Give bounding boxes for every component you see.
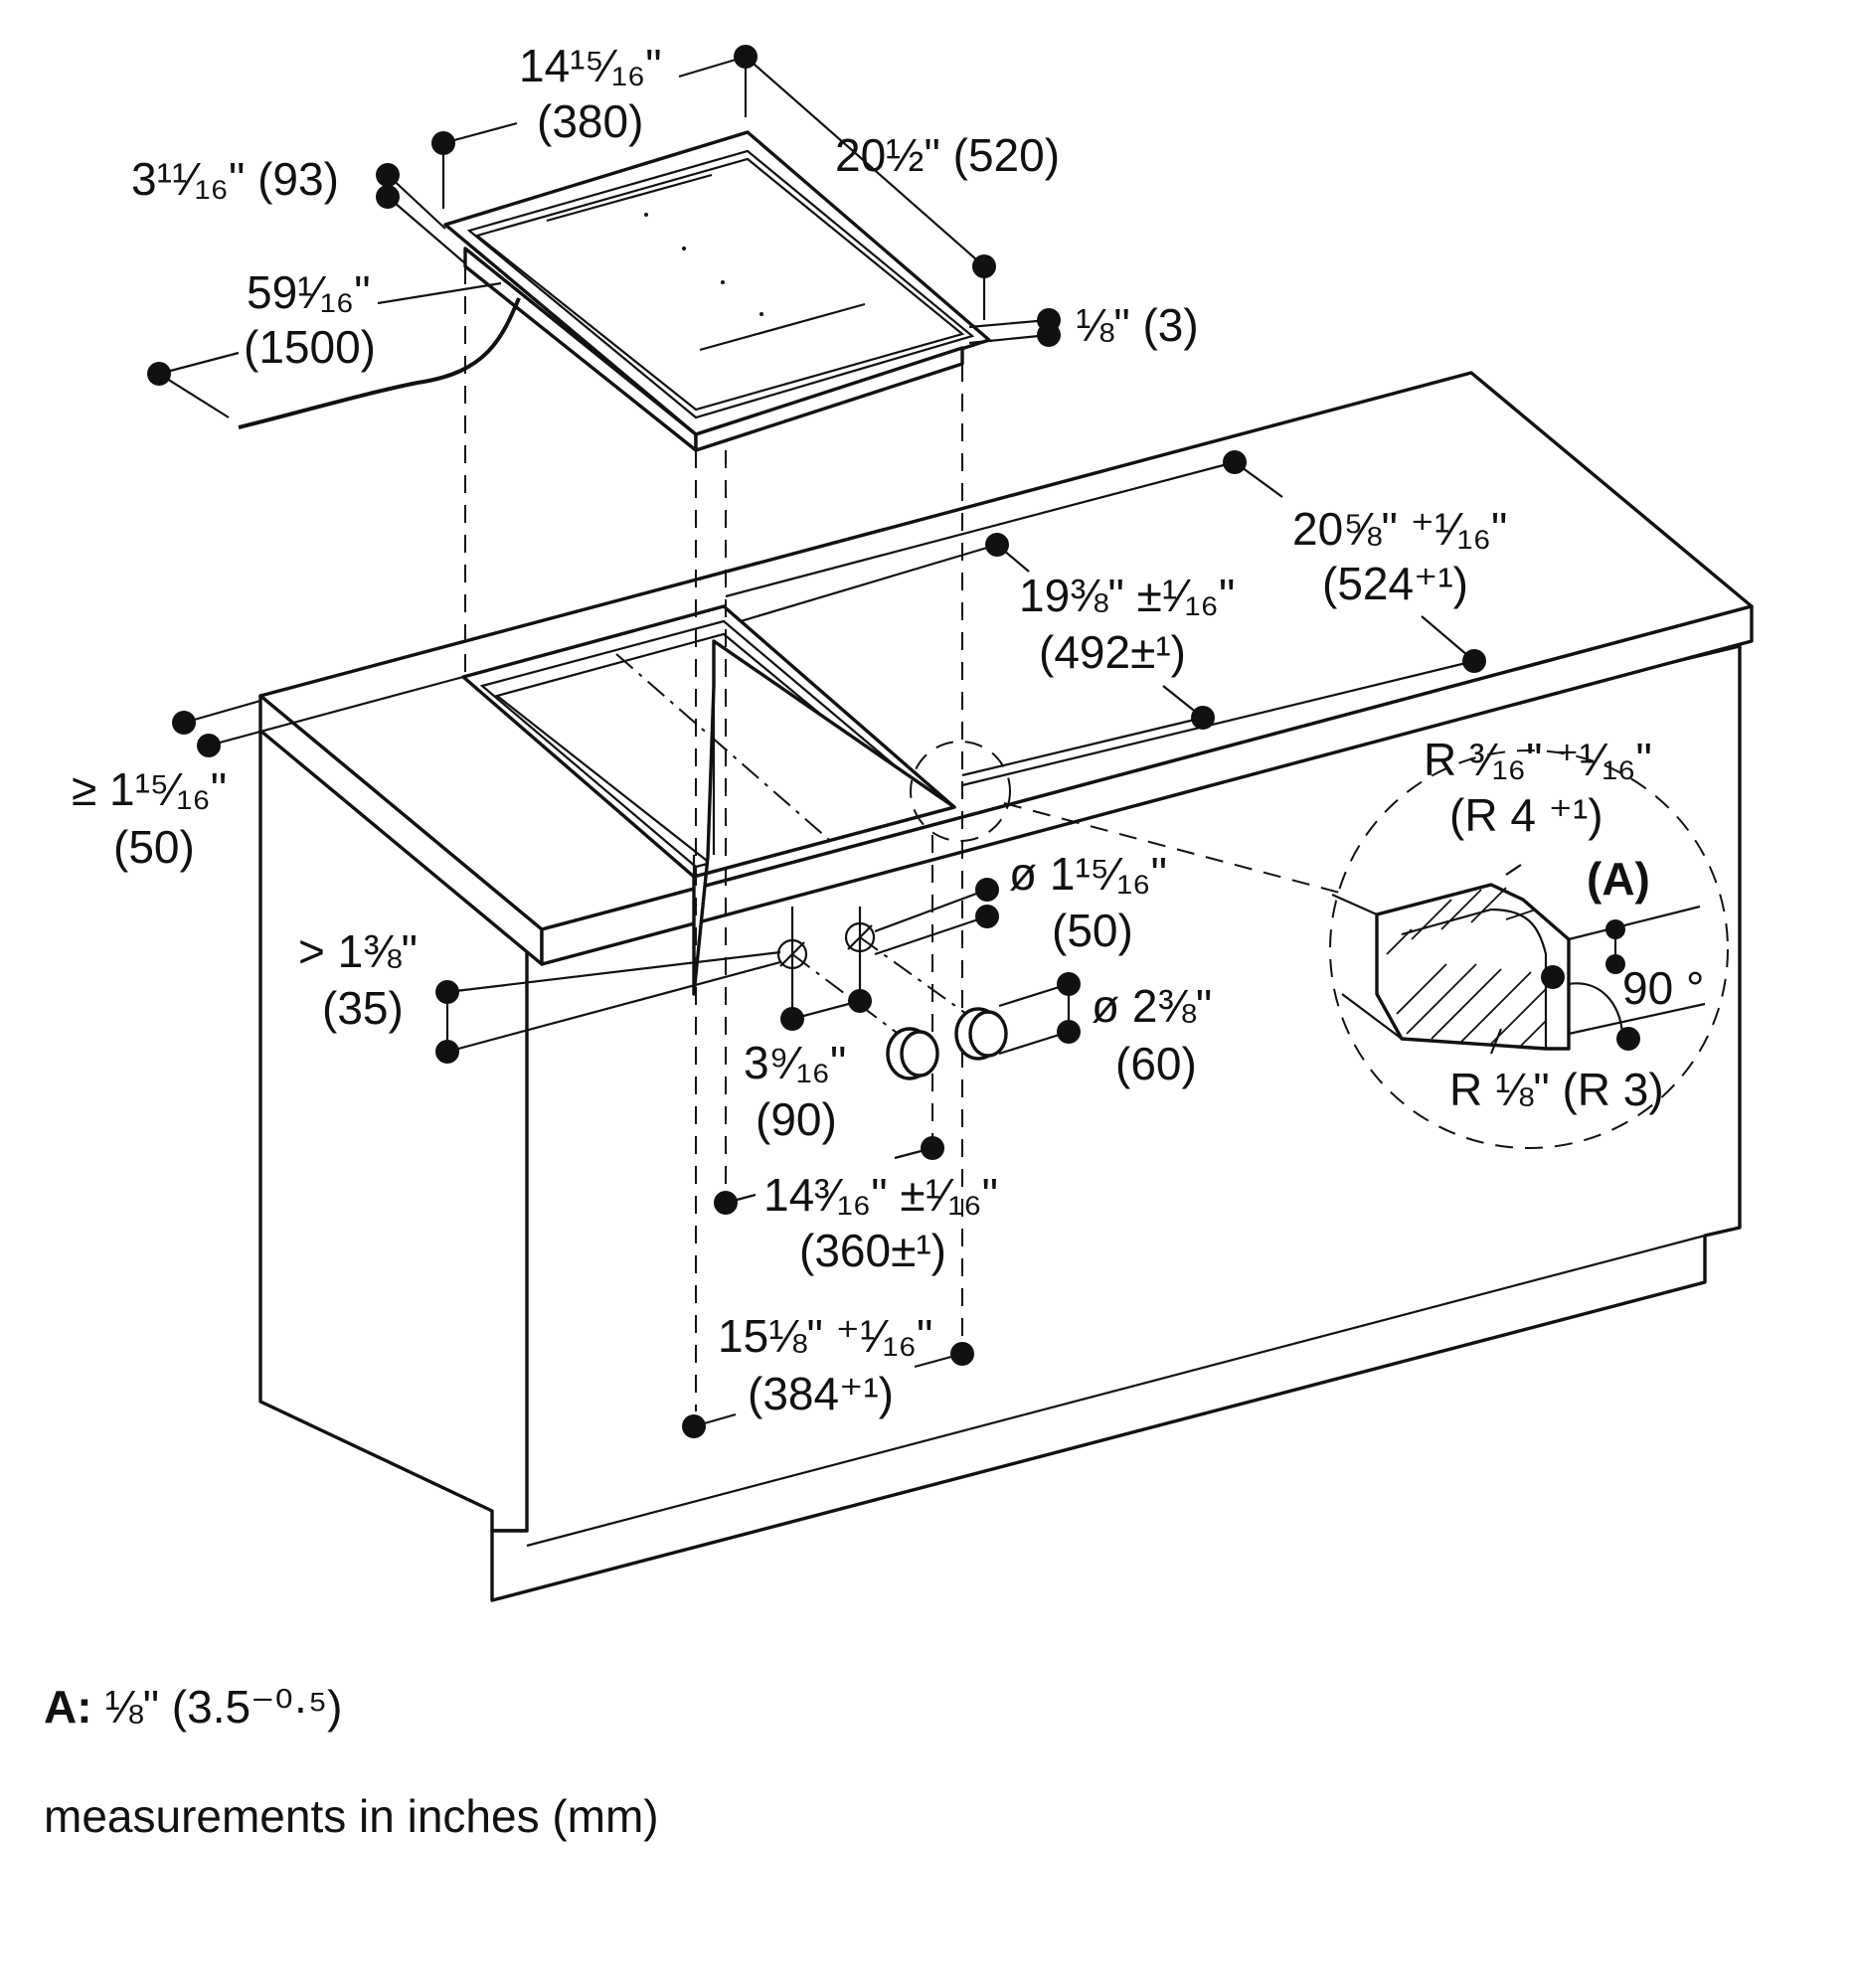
label-hole-spacing-mm: (90) <box>756 1093 837 1145</box>
label-rim: ⅛" (3) <box>1076 299 1199 351</box>
label-hob-height: 3¹¹⁄₁₆" (93) <box>131 153 339 205</box>
detail-callout <box>910 741 1729 1149</box>
projection-lines <box>464 266 963 1411</box>
hob <box>238 130 991 452</box>
label-cutout-depth-in: 20⅝" ⁺¹⁄₁₆" <box>1292 503 1507 555</box>
label-hole-spacing-in: 3⁹⁄₁₆" <box>744 1037 846 1088</box>
knobs <box>886 1007 1008 1080</box>
label-edge-in: > 1⅜" <box>298 925 418 977</box>
label-front-mm: (50) <box>113 821 195 873</box>
label-hole-large-mm: (60) <box>1115 1038 1197 1089</box>
dimension-lines <box>147 45 1640 1438</box>
legend-a-key: A: <box>44 1681 92 1733</box>
label-edge-mm: (35) <box>322 982 404 1034</box>
label-cable-in: 59¹⁄₁₆" <box>247 266 371 318</box>
units-note: measurements in inches (mm) <box>44 1790 659 1842</box>
label-recess-width-in: 15⅛" ⁺¹⁄₁₆" <box>718 1310 932 1362</box>
label-hob-width-mm: (380) <box>537 95 643 147</box>
dimension-labels: 14¹⁵⁄₁₆" (380) 20½" (520) 3¹¹⁄₁₆" (93) 5… <box>72 40 1704 1419</box>
legend-detail-a: A: ⅛" (3.5⁻⁰·⁵) <box>44 1680 343 1734</box>
worktop-cutout <box>461 604 956 996</box>
label-detail-a: (A) <box>1587 853 1650 905</box>
label-hole-large-in: ø 2⅜" <box>1092 980 1212 1032</box>
label-hob-width-in: 14¹⁵⁄₁₆" <box>519 40 662 91</box>
label-cutout-depth-mm: (524⁺¹) <box>1322 558 1468 609</box>
label-radius-inner: R ⅛" (R 3) <box>1449 1064 1664 1115</box>
label-recess-width-mm: (384⁺¹) <box>748 1368 894 1419</box>
label-cable-mm: (1500) <box>244 321 376 373</box>
label-front-in: ≥ 1¹⁵⁄₁₆" <box>72 763 227 815</box>
label-cutout-width-in: 14³⁄₁₆" ±¹⁄₁₆" <box>763 1169 998 1221</box>
label-radius-outer-in: R ³⁄₁₆" ⁺¹⁄₁₆" <box>1424 734 1652 785</box>
label-frame-in: 19⅜" ±¹⁄₁₆" <box>1019 570 1235 621</box>
label-hob-depth: 20½" (520) <box>835 129 1060 181</box>
label-angle: 90 ° <box>1622 962 1704 1014</box>
label-hole-small-mm: (50) <box>1052 905 1133 956</box>
label-hole-small-in: ø 1¹⁵⁄₁₆" <box>1009 848 1167 900</box>
label-cutout-width-mm: (360±¹) <box>799 1225 946 1276</box>
label-frame-mm: (492±¹) <box>1039 626 1186 678</box>
label-radius-outer-mm: (R 4 ⁺¹) <box>1449 789 1603 841</box>
legend-a-value: ⅛" (3.5⁻⁰·⁵) <box>104 1681 343 1733</box>
